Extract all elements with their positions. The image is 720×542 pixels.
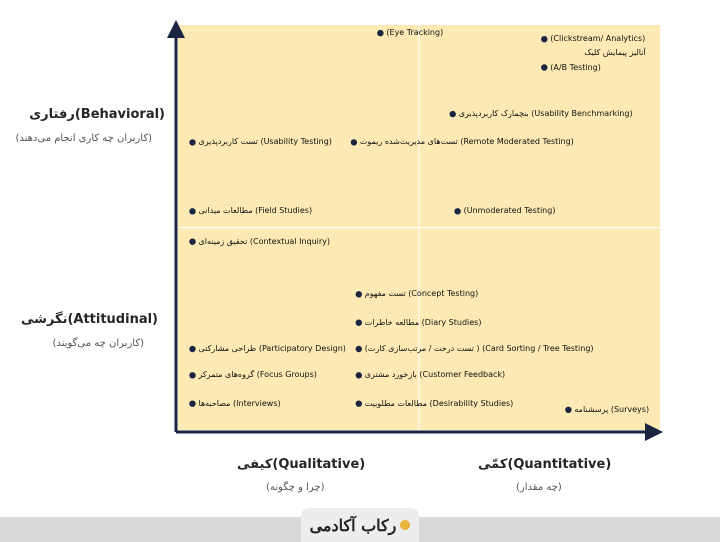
- point-label-secondary: آنالیز پیمایش کلیک: [584, 48, 646, 58]
- scatter-point: [355, 291, 362, 298]
- y-axis-top-title: رفتاری(Behavioral): [29, 107, 165, 122]
- scatter-point: [449, 110, 456, 118]
- point-label: تست مفهوم (Concept Testing): [364, 289, 479, 299]
- y-axis-arrow-icon: [167, 20, 185, 38]
- x-axis-right-title: کمّی(Quantitative): [478, 457, 612, 472]
- x-axis-arrow-icon: [645, 423, 663, 441]
- point-label: مصاحبه‌ها (Interviews): [198, 398, 281, 408]
- scatter-point: [541, 36, 548, 43]
- scatter-point: [377, 29, 384, 37]
- scatter-point: [565, 406, 572, 413]
- grid: [178, 25, 660, 430]
- x-axis-left-subtitle: (چرا و چگونه): [266, 482, 325, 493]
- point-label: بازخورد مشتری (Customer Feedback): [364, 370, 506, 380]
- point-label: تحقیق زمینه‌ای (Contextual Inquiry): [198, 236, 331, 246]
- point-label: طراحی مشارکتی (Participatory Design): [198, 344, 346, 353]
- point-label: تست کاربردپذیری (Usability Testing): [198, 137, 332, 147]
- y-axis-bottom-subtitle: (کاربران چه می‌گویند): [52, 338, 144, 349]
- data-points: [189, 29, 572, 413]
- point-label: گروه‌های متمرکز (Focus Groups): [198, 370, 317, 380]
- scatter-point: [189, 139, 196, 146]
- x-axis-right-subtitle: (چه مقدار): [516, 482, 562, 493]
- logo-mark-icon: [400, 520, 411, 530]
- x-axis-left-title: کیفی(Qualitative): [237, 457, 366, 472]
- footer-logo-text: رکاب آکادمی: [309, 515, 397, 535]
- scatter-point: [189, 345, 196, 353]
- scatter-point: [355, 319, 362, 326]
- footer-logo[interactable]: رکاب آکادمی: [301, 508, 419, 542]
- point-label: پرسشنامه (Surveys): [574, 404, 650, 414]
- point-label: مطالعه خاطرات (Diary Studies): [364, 317, 482, 327]
- scatter-point: [541, 64, 548, 71]
- scatter-point: [454, 208, 461, 215]
- point-label: (تست درخت / مرتب‌سازی کارت ) (Card Sorti…: [364, 344, 594, 353]
- point-label: تست‌های مدیریت‌شده ریموت (Remote Moderat…: [359, 137, 574, 147]
- scatter-point: [355, 345, 362, 353]
- point-label: مطالعات میدانی (Field Studies): [198, 206, 313, 216]
- point-label: (Eye Tracking): [386, 28, 444, 38]
- scatter-point: [189, 372, 196, 379]
- point-label: (Clickstream/ Analytics): [550, 34, 646, 44]
- point-label: مطالعات مطلوبیت (Desirability Studies): [364, 398, 514, 408]
- scatter-point: [355, 372, 362, 379]
- scatter-point: [189, 238, 196, 245]
- axes: [167, 20, 663, 441]
- scatter-point: [189, 400, 196, 407]
- y-axis-top-subtitle: (کاربران چه کاری انجام می‌دهند): [15, 133, 152, 144]
- point-label: (A/B Testing): [550, 62, 601, 72]
- point-label: بنچمارک کاربردپذیری (Usability Benchmark…: [458, 109, 633, 119]
- y-axis-bottom-title: نگرشی(Attitudinal): [20, 312, 158, 327]
- scatter-point: [355, 400, 362, 407]
- scatter-point: [350, 139, 358, 146]
- point-label: (Unmoderated Testing): [463, 206, 556, 216]
- scatter-point: [189, 208, 196, 215]
